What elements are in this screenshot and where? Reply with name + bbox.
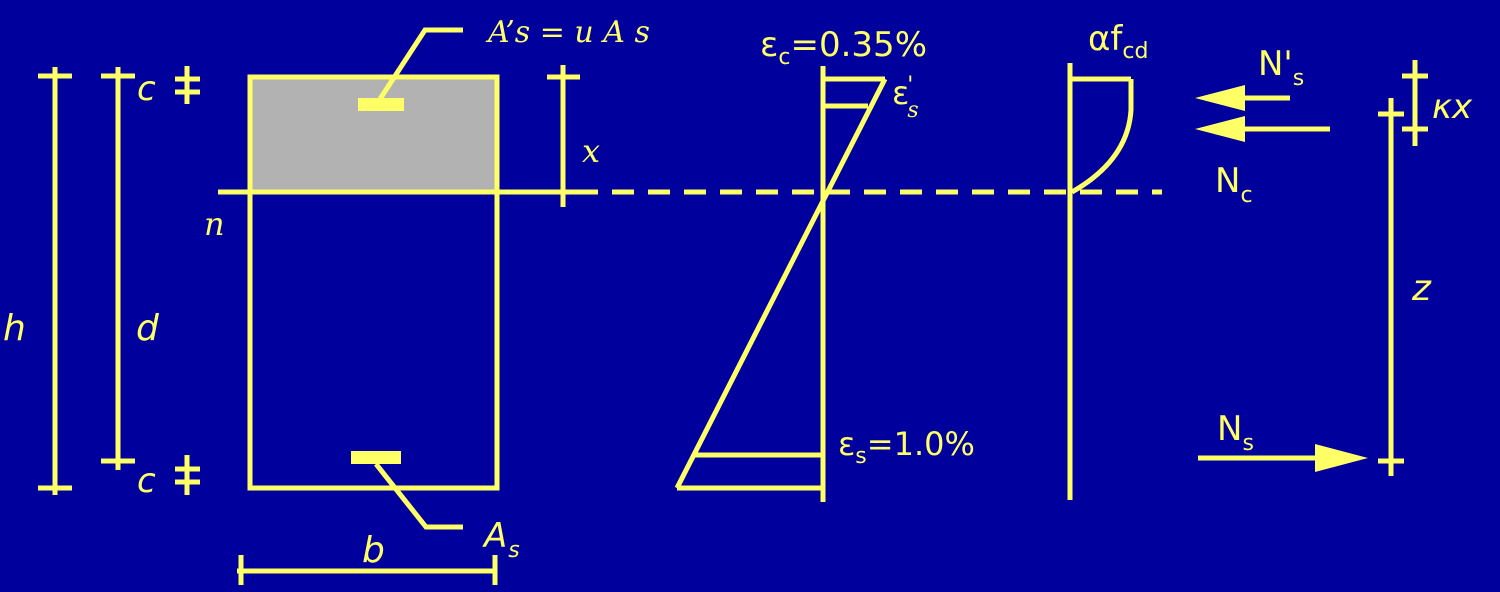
strain-diagram	[674, 66, 888, 502]
concrete-force-arrow	[1195, 116, 1330, 142]
height-label: h	[3, 308, 26, 349]
cover-top-dimension	[175, 66, 200, 104]
effective-depth-dimension	[101, 67, 135, 470]
neutral-axis-label: n	[204, 205, 225, 243]
strain-top-steel-label: ε's	[892, 73, 919, 123]
neutral-axis-depth-dimension	[547, 65, 580, 207]
top-rebar	[358, 98, 404, 111]
cover-bottom-label: c	[137, 461, 156, 501]
section-outline	[247, 74, 500, 491]
lever-arm-label: z	[1411, 268, 1432, 309]
compression-zone	[250, 79, 495, 192]
neutral-axis-depth-label: x	[582, 132, 600, 170]
resultant-depth-dimension	[1402, 60, 1428, 146]
top-steel-force-label: N's	[1258, 44, 1304, 91]
stress-label: αfcd	[1088, 19, 1148, 64]
bottom-rebar	[351, 451, 401, 464]
bottom-steel-leader	[374, 462, 463, 530]
width-dimension	[237, 555, 498, 585]
steel-force-label: Ns	[1217, 409, 1254, 456]
top-steel-leader	[377, 27, 463, 101]
height-dimension	[38, 67, 72, 495]
lever-arm-dimension	[1378, 98, 1404, 476]
strain-steel-label: εs=1.0%	[838, 425, 975, 469]
resultant-depth-label: κx	[1432, 87, 1473, 127]
cover-bottom-dimension	[175, 455, 200, 495]
top-steel-force-arrow	[1195, 85, 1290, 111]
top-steel-label: A’s = u A s	[485, 15, 650, 50]
width-label: b	[362, 530, 385, 571]
effective-depth-label: d	[136, 308, 160, 349]
steel-force-arrow	[1198, 444, 1368, 472]
strain-concrete-label: εc=0.35%	[760, 25, 927, 70]
stress-block	[1067, 63, 1134, 500]
bottom-steel-label: As	[482, 516, 520, 563]
cover-top-label: c	[137, 69, 156, 109]
concrete-force-label: Nc	[1215, 161, 1253, 208]
